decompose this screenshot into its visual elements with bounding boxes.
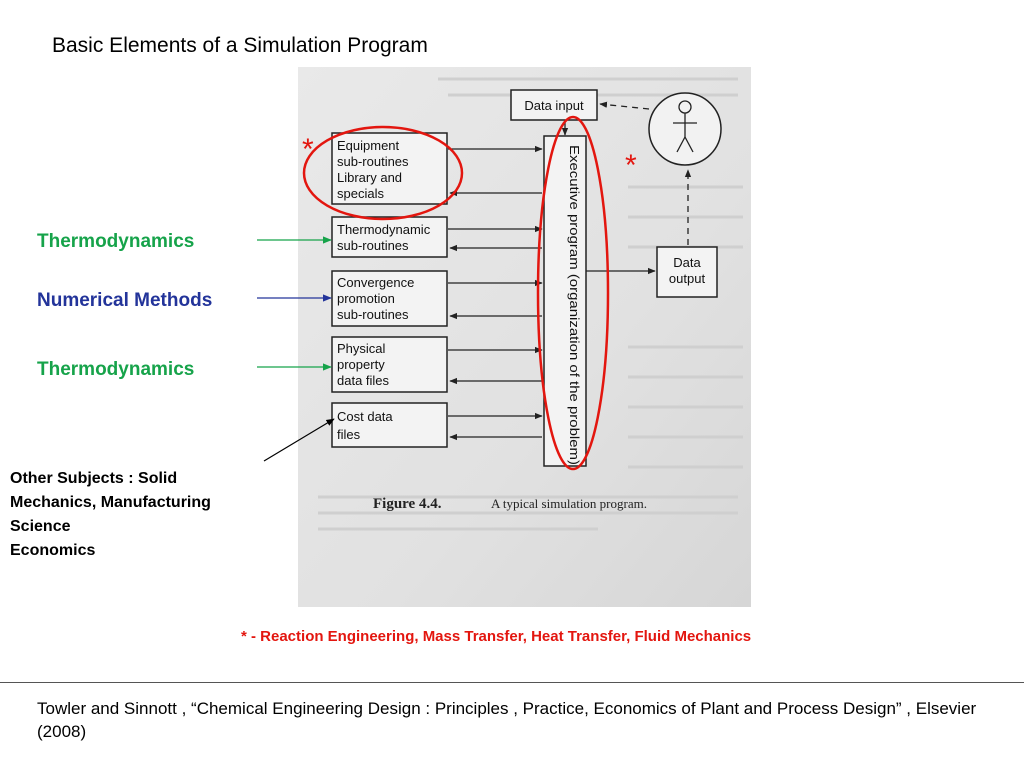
page-title: Basic Elements of a Simulation Program [52,34,428,57]
other-subjects-line-1: Other Subjects : Solid [10,470,178,487]
box4-line-3: data files [337,373,390,388]
data-input-text: Data input [524,98,584,113]
box1-line-3: Library and [337,170,402,185]
person-to-input-arrow [599,101,650,110]
divider-line [0,682,1024,683]
box2-line-1: Thermodynamic [337,222,431,237]
user-person-icon [648,92,722,166]
box3-line-3: sub-routines [337,307,409,322]
data-output-box [656,246,718,298]
convergence-subroutines-box [331,270,448,327]
box-executive-arrows [448,145,543,441]
box1-line-2: sub-routines [337,154,409,169]
box1-line-1: Equipment [337,138,400,153]
box4-line-1: Physical [337,341,386,356]
numerical-methods-label: Numerical Methods [37,290,213,311]
thermodynamics-label-1: Thermodynamics [37,231,195,252]
thermodynamics-label-2: Thermodynamics [37,359,195,380]
other-subjects-line-3: Science [10,518,71,535]
other-subjects-line-4: Economics [10,542,96,559]
box1-line-4: specials [337,186,384,201]
box4-line-2: property [337,357,385,372]
other-subjects-line-2: Mechanics, Manufacturing [10,494,211,511]
box3-line-2: promotion [337,291,395,306]
data-output-text-1: Data [673,255,701,270]
box5-line-2: files [337,427,361,442]
data-output-text-2: output [669,271,706,286]
box5-line-1: Cost data [337,409,393,424]
figure-caption: A typical simulation program. [491,496,647,511]
figure-label: Figure 4.4. [373,496,442,512]
thermodynamic-subroutines-box [331,216,448,258]
physical-property-box [331,336,448,393]
footnote-text: * - Reaction Engineering, Mass Transfer,… [241,628,752,645]
box2-line-2: sub-routines [337,238,409,253]
other-subjects-label: Other Subjects : Solid Mechanics, Manufa… [10,467,211,563]
box3-line-1: Convergence [337,275,414,290]
cost-data-box [331,402,448,448]
scanned-figure: Data input Executive program (organizati… [298,67,751,607]
citation-text: Towler and Sinnott , “Chemical Engineeri… [37,699,977,741]
executive-program-text: Executive program (organization of the p… [567,145,582,465]
